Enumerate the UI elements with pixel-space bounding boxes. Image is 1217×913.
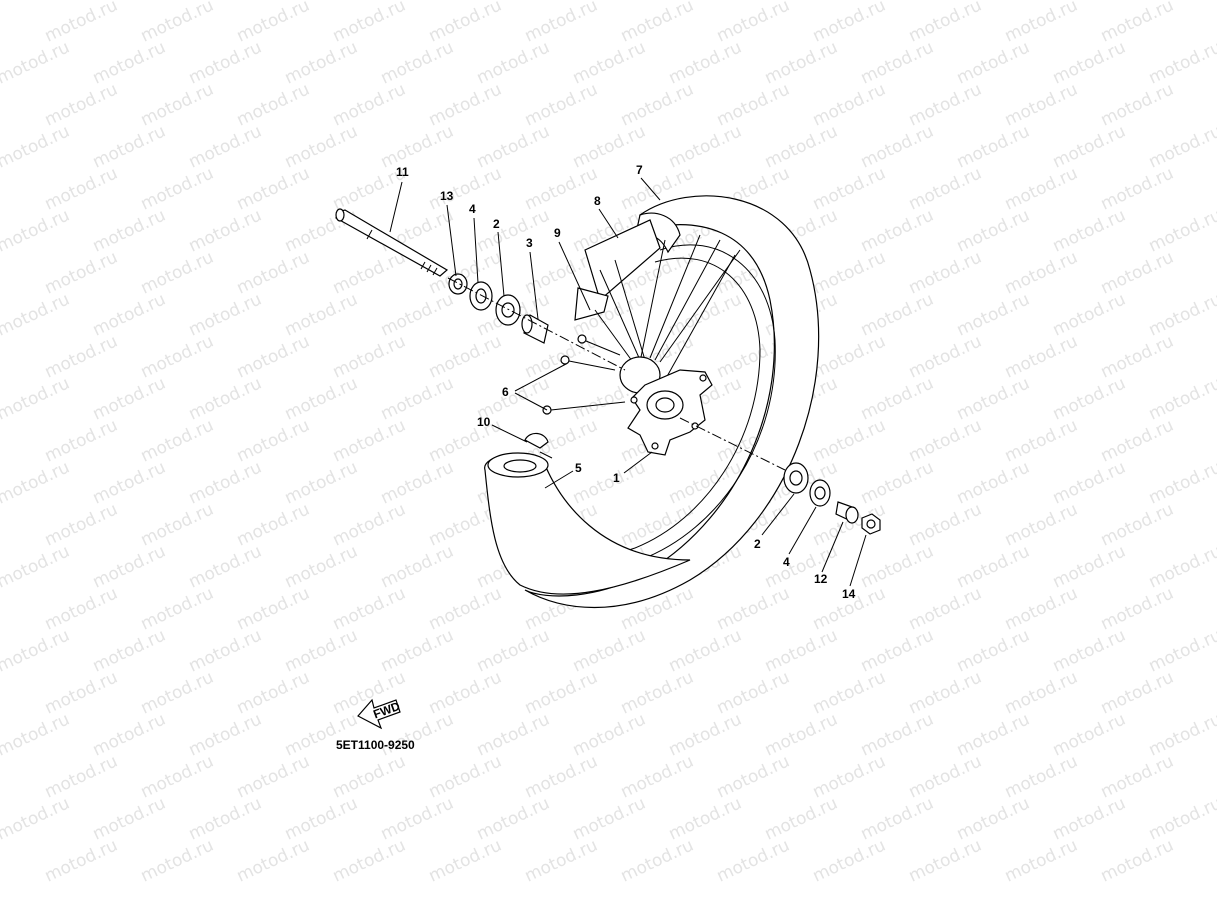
rim-tape bbox=[584, 212, 681, 302]
spacer-3 bbox=[521, 314, 549, 344]
callout-12: 12 bbox=[814, 572, 828, 586]
callout-14: 14 bbox=[842, 587, 856, 601]
part-code: 5ET1100-9250 bbox=[336, 738, 415, 752]
bearing-2-right bbox=[783, 462, 809, 494]
oil-seal-4-right bbox=[809, 479, 831, 507]
fwd-arrow: FWD bbox=[357, 698, 402, 730]
axle bbox=[335, 208, 449, 277]
bolts-6 bbox=[542, 334, 626, 415]
axis-centerline bbox=[447, 277, 786, 471]
inner-tube bbox=[484, 452, 691, 595]
callout-5: 5 bbox=[575, 461, 582, 475]
callout-6: 6 bbox=[502, 385, 509, 399]
hub bbox=[619, 356, 713, 456]
callout-labels: 11 13 4 2 3 9 8 7 6 10 5 1 2 4 12 14 bbox=[396, 163, 856, 601]
callout-7: 7 bbox=[636, 163, 643, 177]
callout-11: 11 bbox=[396, 165, 409, 179]
oil-seal-4-left bbox=[469, 281, 493, 311]
callout-4-right: 4 bbox=[783, 555, 790, 569]
callout-10: 10 bbox=[477, 415, 491, 429]
bearing-2-left bbox=[495, 294, 521, 326]
callout-1: 1 bbox=[613, 471, 620, 485]
callout-3: 3 bbox=[526, 236, 533, 250]
callout-2-right: 2 bbox=[754, 537, 761, 551]
callout-8: 8 bbox=[594, 194, 601, 208]
leader-lines bbox=[389, 177, 867, 587]
collar-12 bbox=[835, 501, 859, 524]
nut-14 bbox=[861, 513, 881, 535]
callout-2: 2 bbox=[493, 217, 500, 231]
collar-13 bbox=[448, 273, 468, 295]
callout-4: 4 bbox=[469, 202, 476, 216]
spokes bbox=[594, 234, 741, 381]
callout-9: 9 bbox=[554, 226, 561, 240]
callout-13: 13 bbox=[440, 189, 454, 203]
fwd-label: FWD bbox=[371, 699, 402, 722]
tube-valve bbox=[524, 432, 553, 459]
